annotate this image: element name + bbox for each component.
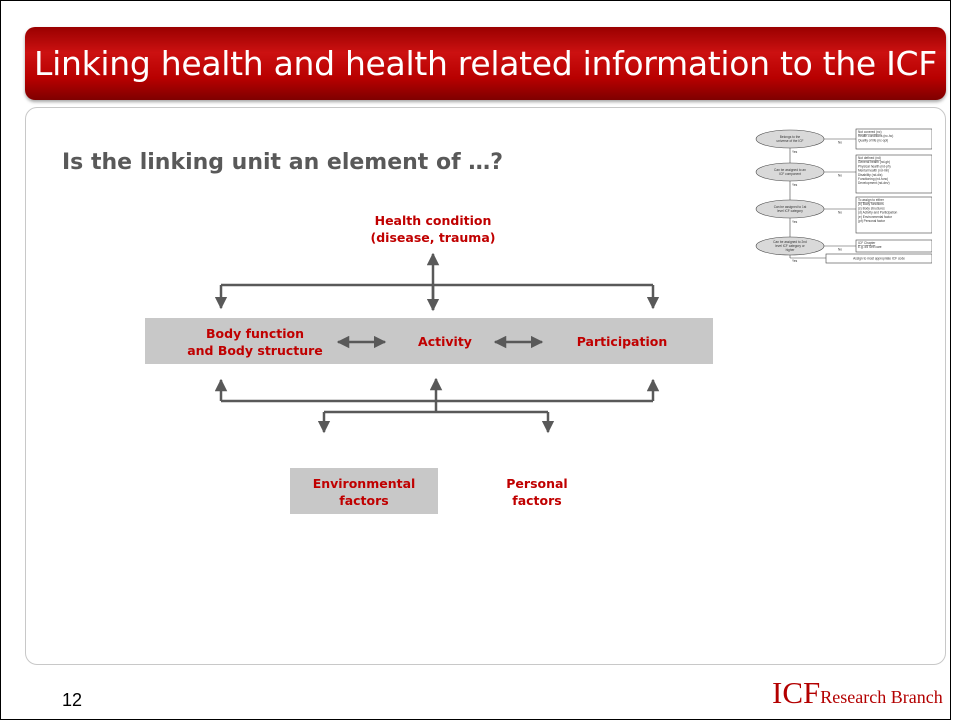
title-bar: Linking health and health related inform… (25, 27, 946, 100)
thumb-outcome-text: To assign to either (858, 198, 885, 202)
thumb-outcome-text: General health (nd-gh) (858, 160, 890, 164)
personal-label: Personal factors (506, 476, 568, 508)
thumb-outcome-text: Quality of life (nc-qol) (858, 138, 888, 142)
thumb-outcome-text: Functioning (nd-func) (858, 177, 888, 181)
question-heading: Is the linking unit an element of …? (62, 150, 504, 175)
thumb-decision-text: level ICF category (777, 209, 803, 213)
thumb-decision-text: higher (786, 248, 796, 252)
thumb-no-label: No (838, 174, 842, 178)
thumb-yes-label: Yes (792, 259, 798, 263)
thumb-decision-text: Can be assigned to an (774, 168, 806, 172)
thumb-outcome-text: Development (nd-dev) (858, 181, 890, 185)
thumb-outcome-text: ICF Chapter (858, 241, 876, 245)
thumb-outcome-box-2 (855, 154, 932, 194)
health-condition-label: Health condition (disease, trauma) (370, 213, 496, 245)
icf-research-branch-logo: ICFResearch Branch (772, 675, 943, 710)
thumb-outcome-text: (e) Environmental factor (858, 215, 893, 219)
thumb-outcome-box-3 (855, 196, 932, 234)
activity-label: Activity (418, 334, 472, 349)
thumb-yes-label: Yes (792, 183, 798, 187)
thumb-outcome-text: Mental health (nd-mh) (858, 169, 889, 173)
thumb-outcome-text: (pf) Personal factor (858, 219, 886, 223)
thumb-outcome-text: (s) Body structures (858, 206, 885, 210)
thumb-final-text: Assign to most appropriate ICF code (853, 257, 905, 261)
slide-title: Linking health and health related inform… (34, 44, 937, 83)
thumb-outcome-text: Health conditions (nc-hc) (858, 134, 893, 138)
thumb-decision-text: level ICF category or (775, 244, 805, 248)
thumb-decision-text: universe of the ICF (777, 139, 804, 143)
environmental-box (290, 468, 438, 514)
thumb-outcome-box-4 (855, 239, 932, 253)
thumb-no-label: No (838, 248, 842, 252)
thumb-outcome-text: Not defined (nd) (858, 156, 881, 160)
thumb-decision-text: ICF component (779, 172, 801, 176)
thumb-outcome-text: (b) Body functions (858, 202, 884, 206)
thumb-outcome-box-1 (855, 128, 932, 150)
thumb-yes-label: Yes (792, 220, 798, 224)
components-bar (145, 318, 713, 364)
thumb-decision-text: Belongs to the (780, 135, 801, 139)
participation-label: Participation (576, 334, 668, 349)
page-number: 12 (62, 690, 83, 710)
thumb-decision-text: Can be assigned to 2nd (773, 240, 807, 244)
thumb-outcome-text: Not covered (nc) (858, 130, 882, 134)
thumb-outcome-text: (d) Activity and Participation (858, 211, 898, 215)
thumb-outcome-text: E.g. d5 Self care (858, 245, 882, 249)
thumb-outcome-text: Physical health (nd-ph) (858, 164, 891, 168)
body-function-label: Body function and Body structure (187, 326, 323, 358)
thumb-decision-text: Can be assigned to 1st (774, 205, 807, 209)
thumb-yes-label: Yes (792, 150, 798, 154)
thumb-no-label: No (838, 211, 842, 215)
thumb-final-box (825, 253, 932, 264)
environmental-label: Environmental factors (312, 476, 416, 508)
thumb-outcome-text: Disability (nd-dis) (858, 173, 882, 177)
thumb-no-label: No (838, 141, 842, 145)
